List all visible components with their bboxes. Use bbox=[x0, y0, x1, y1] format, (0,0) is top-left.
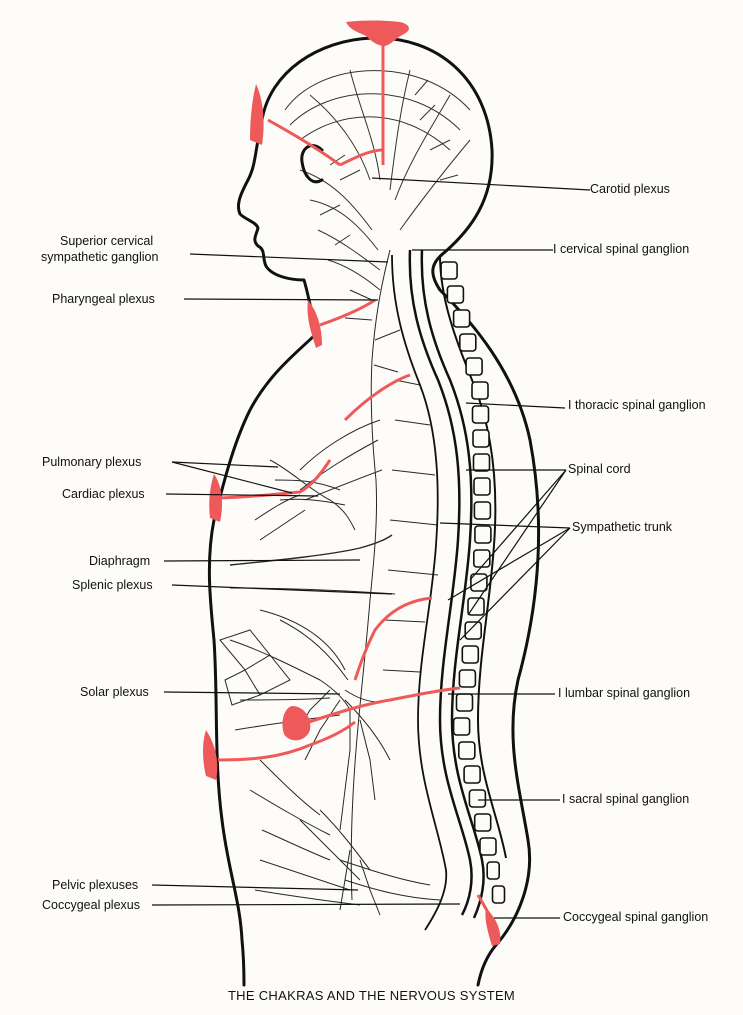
leader-coccygeal-plexus bbox=[152, 904, 460, 905]
vertebra bbox=[472, 382, 488, 399]
label-superior-cervical-line2: sympathetic ganglion bbox=[41, 250, 158, 265]
vertebra bbox=[459, 670, 475, 687]
leader-diaphragm bbox=[164, 560, 360, 561]
label-diaphragm: Diaphragm bbox=[89, 554, 150, 569]
leader-carotid bbox=[372, 178, 590, 190]
leader-sympathetic-c bbox=[448, 528, 570, 600]
leader-lines bbox=[152, 178, 590, 918]
leader-superior-cervical bbox=[190, 254, 388, 262]
leader-splenic bbox=[172, 585, 392, 594]
vertebra bbox=[473, 430, 489, 447]
vertebra bbox=[493, 886, 505, 903]
heart-chakra-mark bbox=[209, 474, 222, 522]
vertebra bbox=[447, 286, 463, 303]
label-coccygeal-spinal-ganglion: Coccygeal spinal ganglion bbox=[563, 910, 708, 925]
label-pelvic-plexuses: Pelvic plexuses bbox=[52, 878, 138, 893]
sacral-chakra-mark bbox=[203, 730, 217, 780]
vertebra bbox=[464, 766, 480, 783]
vertebra bbox=[480, 838, 496, 855]
label-cardiac-plexus: Cardiac plexus bbox=[62, 487, 145, 502]
leader-pelvic bbox=[152, 885, 358, 890]
vertebra bbox=[460, 334, 476, 351]
vertebra bbox=[474, 478, 490, 495]
label-carotid-plexus: Carotid plexus bbox=[590, 182, 670, 197]
vertebra bbox=[441, 262, 457, 279]
label-solar-plexus: Solar plexus bbox=[80, 685, 149, 700]
label-lumbar-spinal-ganglion: I lumbar spinal ganglion bbox=[558, 686, 690, 701]
vertebra bbox=[473, 406, 489, 423]
leader-pharyngeal bbox=[184, 299, 378, 300]
vertebra bbox=[466, 358, 482, 375]
label-pharyngeal-plexus: Pharyngeal plexus bbox=[52, 292, 155, 307]
figure-caption: THE CHAKRAS AND THE NERVOUS SYSTEM bbox=[0, 988, 743, 1003]
vertebra bbox=[475, 526, 491, 543]
vertebra bbox=[457, 694, 473, 711]
crown-chakra-mark bbox=[346, 21, 409, 47]
vertebra bbox=[454, 310, 470, 327]
brow-chakra-mark bbox=[250, 84, 264, 145]
vertebra bbox=[474, 454, 490, 471]
label-pulmonary-plexus: Pulmonary plexus bbox=[42, 455, 141, 470]
vertebra bbox=[469, 790, 485, 807]
vertebra bbox=[474, 550, 490, 567]
label-splenic-plexus: Splenic plexus bbox=[72, 578, 153, 593]
vertebra bbox=[487, 862, 499, 879]
label-sacral-spinal-ganglion: I sacral spinal ganglion bbox=[562, 792, 689, 807]
label-sympathetic-trunk: Sympathetic trunk bbox=[572, 520, 672, 535]
vertebra bbox=[459, 742, 475, 759]
label-superior-cervical-line1: Superior cervical bbox=[60, 234, 153, 249]
vertebra bbox=[465, 622, 481, 639]
vertebra bbox=[475, 814, 491, 831]
label-cervical-spinal-ganglion: I cervical spinal ganglion bbox=[553, 242, 689, 257]
label-thoracic-spinal-ganglion: I thoracic spinal ganglion bbox=[568, 398, 706, 413]
label-coccygeal-plexus: Coccygeal plexus bbox=[42, 898, 140, 913]
vertebra bbox=[454, 718, 470, 735]
label-spinal-cord: Spinal cord bbox=[568, 462, 631, 477]
vertebra bbox=[474, 502, 490, 519]
vertebra bbox=[462, 646, 478, 663]
leader-solar bbox=[164, 692, 340, 694]
